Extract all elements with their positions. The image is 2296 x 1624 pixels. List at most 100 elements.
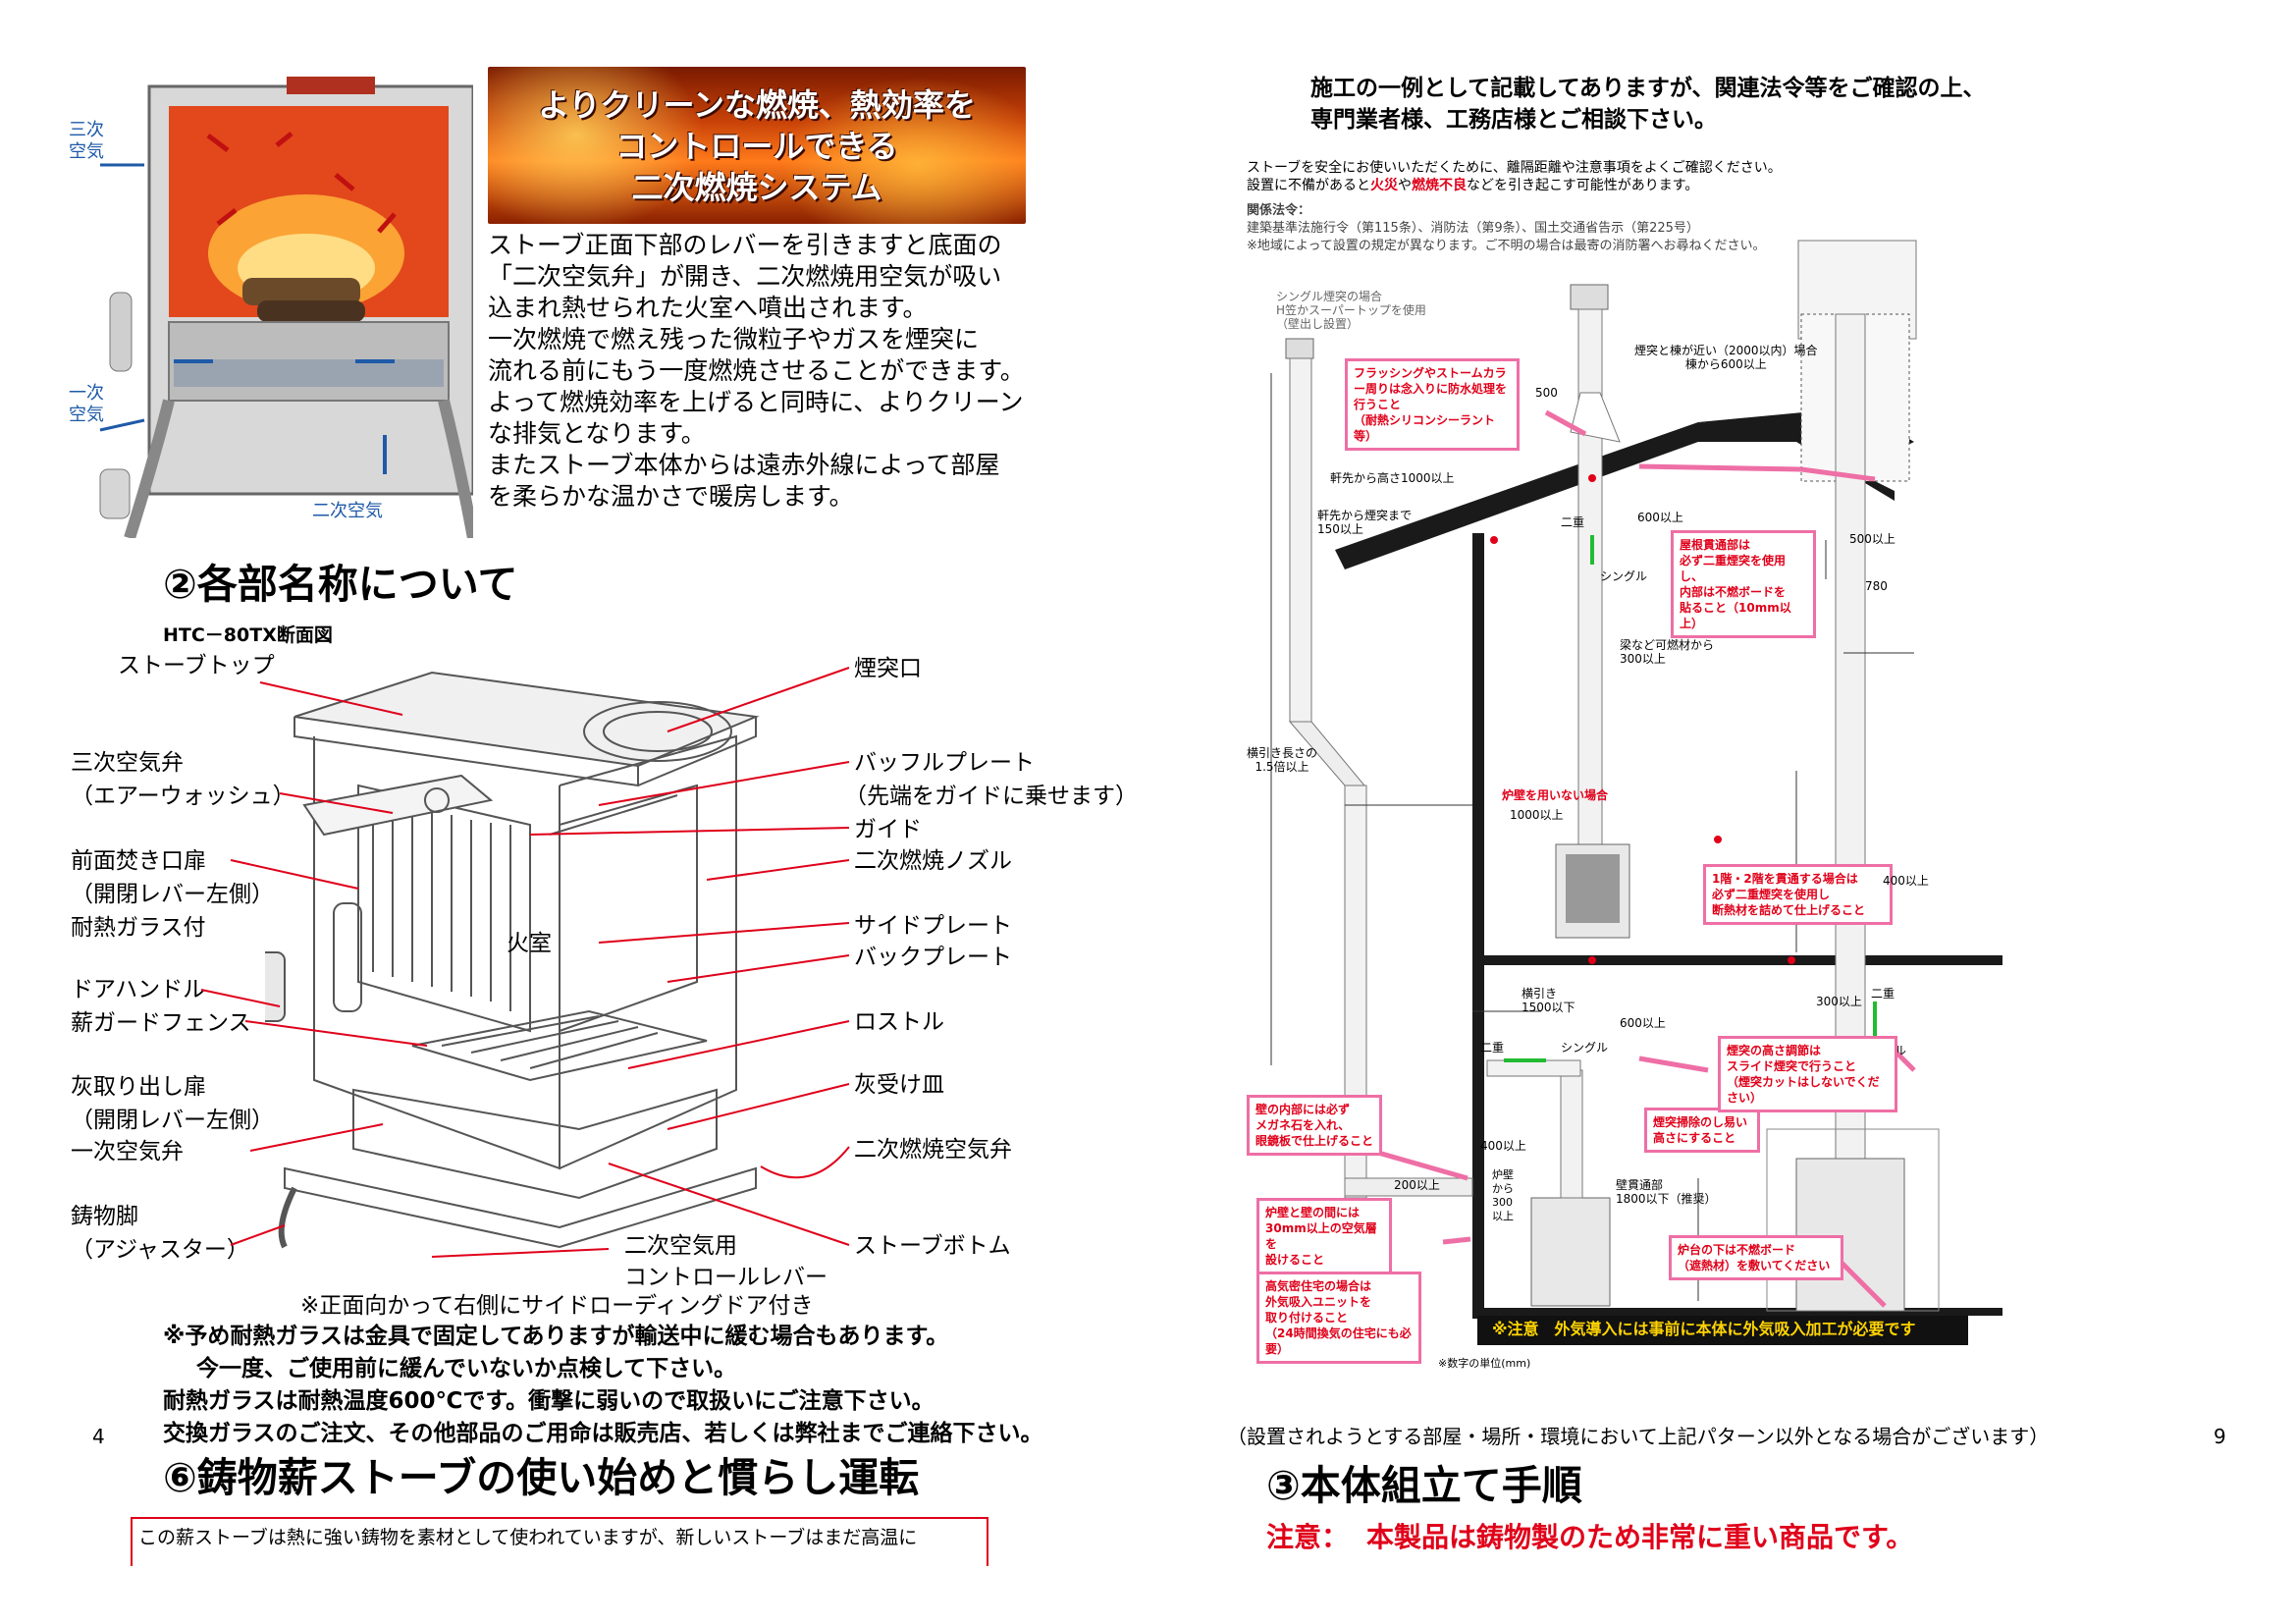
note-side-door: ※正面向かって右側にサイドローディングドア付き <box>300 1293 814 1319</box>
right-page: 施工の一例として記載してありますが、関連法令等をご確認の上、 専門業者様、工務店… <box>1148 0 2296 1624</box>
dim-780: 780 <box>1865 579 1888 593</box>
label-primary-air: 一次 空気 <box>69 383 104 425</box>
intro-line: よって燃焼効率を上げると同時に、よりクリーン <box>488 388 1024 416</box>
height-adjust-note: 煙突の高さ調節は スライド煙突で行うこと （煙突カットはしないでください） <box>1718 1036 1897 1112</box>
dim-1000: 1000以上 <box>1510 808 1564 822</box>
part-control-lever-1: 二次空気用 <box>624 1233 737 1259</box>
laws-note: ※地域によって設置の規定が異なります。ご不明の場合は最寄の消防署へお尋ねください… <box>1247 239 1766 253</box>
unit-note: ※数字の単位(mm) <box>1438 1357 1531 1370</box>
part-secondary-air-valve: 二次燃焼空気弁 <box>854 1137 1012 1163</box>
part-stove-top: ストーブトップ <box>118 653 275 678</box>
part-guide: ガイド <box>854 817 922 842</box>
air-layer-note: 炉壁と壁の間には 30mm以上の空気層を 設けること <box>1256 1198 1392 1274</box>
part-cast-leg: 鋳物脚 <box>71 1204 138 1229</box>
banner-line-3: 二次燃焼システム <box>631 169 882 206</box>
laws-list: 建築基準法施行令（第115条）、消防法（第9条）、国土交通省告示（第225号） <box>1247 221 1699 236</box>
header-line-2: 専門業者様、工務店様とご相談下さい。 <box>1310 107 1717 133</box>
part-tertiary-valve: 三次空気弁 <box>71 750 184 776</box>
no-hearth-wall: 炉壁を用いない場合 <box>1502 788 1609 802</box>
hearth-wall-300: 炉壁 から 300 以上 <box>1492 1168 1514 1222</box>
dim-500: 500 <box>1535 386 1558 400</box>
part-ash-door: 灰取り出し扉 <box>71 1074 206 1100</box>
part-secondary-nozzle: 二次燃焼ノズル <box>854 848 1012 874</box>
dim-600-upper: 600以上 <box>1637 511 1683 524</box>
diagram-title: HTC－80TX断面図 <box>163 624 333 646</box>
part-log-guard: 薪ガードフェンス <box>71 1010 251 1036</box>
intro-line: ストーブ正面下部のレバーを引きますと底面の <box>488 231 1002 259</box>
dim-500-right: 500以上 <box>1849 532 1896 546</box>
airtight-note: 高気密住宅の場合は 外気吸入ユニットを 取り付けること （24時間換気の住宅にも… <box>1256 1272 1421 1364</box>
part-ash-door-lever: （開閉レバー左側） <box>71 1108 274 1133</box>
cleaning-note: 煙突掃除のし易い 高さにすること <box>1644 1108 1760 1153</box>
part-baffle-note: （先端をガイドに乗せます） <box>844 784 1138 809</box>
part-front-door-lever: （開閉レバー左側） <box>71 882 274 907</box>
single-label-2: シングル <box>1561 1041 1609 1055</box>
part-firebox: 火室 <box>507 931 552 956</box>
secondary-combustion-banner: よりクリーンな燃焼、熱効率を コントロールできる 二次燃焼システム <box>488 67 1026 224</box>
install-intro-2: 設置に不備があると火災や燃焼不良などを引き起こす可能性があります。 <box>1247 179 1698 192</box>
part-grate: ロストル <box>854 1009 944 1035</box>
beam-distance: 梁など可燃材から 300以上 <box>1620 638 1715 666</box>
wall-inside-note: 壁の内部には必ず メガネ石を入れ、 眼鏡板で仕上げること <box>1247 1095 1382 1156</box>
laws-title: 関係法令： <box>1247 203 1311 218</box>
part-adjuster: （アジャスター） <box>71 1237 249 1263</box>
dim-400-lower: 400以上 <box>1480 1139 1526 1153</box>
pattern-note: （設置されようとする部屋・場所・環境において上記パターン以外となる場合がございま… <box>1227 1425 2050 1448</box>
part-front-door: 前面焚き口扉 <box>71 848 206 874</box>
dim-200: 200以上 <box>1394 1178 1440 1192</box>
double-label-2: 二重 <box>1480 1041 1505 1055</box>
intro-line: またストーブ本体からは遠赤外線によって部屋 <box>488 451 1000 479</box>
intro-line: 一次燃焼で燃え残った微粒子やガスを煙突に <box>488 325 980 353</box>
page-number-left: 4 <box>92 1425 105 1448</box>
stove-parts-diagram <box>265 671 760 1249</box>
section-2-title: ②各部名称について <box>163 561 518 608</box>
intro2-c: などを引き起こす可能性があります。 <box>1467 178 1699 193</box>
double-label: 二重 <box>1561 515 1585 529</box>
warning-label: 注意： <box>1266 1521 1350 1553</box>
installation-diagram: ストーブを安全にお使いいただくために、離隔距離や注意事項をよくご確認ください。 … <box>1247 157 2012 1384</box>
caution-bar-text: ※注意 外気導入には事前に本体に外気吸入加工が必要です <box>1492 1320 1916 1338</box>
dim-600-lower: 600以上 <box>1620 1016 1666 1030</box>
double-label-3: 二重 <box>1871 987 1896 1001</box>
label-tertiary-air: 三次 空気 <box>69 120 104 162</box>
note-order-parts: 交換ガラスのご注文、その他部品のご用命は販売店、若しくは弊社までご連絡下さい。 <box>163 1421 1043 1446</box>
part-door-handle: ドアハンドル <box>71 977 206 1002</box>
part-ash-pan: 灰受け皿 <box>854 1072 944 1098</box>
note-check-loose: 今一度、ご使用前に緩んでいないか点検して下さい。 <box>196 1356 737 1381</box>
note-glass-temp: 耐熱ガラスは耐熱温度600℃です。衝撃に弱いので取扱いにご注意下さい。 <box>163 1388 934 1414</box>
flashing-note: フラッシングやストームカラー周りは念入りに防水処理を行うこと （耐熱シリコンシー… <box>1345 358 1520 451</box>
part-primary-valve: 一次空気弁 <box>71 1139 184 1164</box>
floors-note: 1階・2階を貫通する場合は 必ず二重煙突を使用し 断熱材を詰めて仕上げること <box>1703 864 1893 925</box>
section-6-title: ⑥鋳物薪ストーブの使い始めと慣らし運転 <box>163 1454 920 1501</box>
wall-through: 壁貫通部 1800以下（推奨） <box>1616 1178 1717 1206</box>
part-heat-glass: 耐熱ガラス付 <box>71 915 206 941</box>
part-back-plate: バックプレート <box>854 945 1012 970</box>
eave-height: 軒先から高さ1000以上 <box>1330 471 1455 485</box>
label-secondary-air: 二次空気 <box>312 501 383 521</box>
dim-1500: 横引き 1500以下 <box>1522 987 1575 1014</box>
banner-line-2: コントロールできる <box>615 128 898 165</box>
intro-line: 流れる前にもう一度燃焼させることができます。 <box>488 356 1025 385</box>
section-6-box-text: この薪ストーブは熱に強い鋳物を素材として使われていますが、新しいストーブはまだ高… <box>138 1527 918 1548</box>
horizontal-length: 横引き長さの 1.5倍以上 <box>1247 746 1318 774</box>
intro-text: ストーブ正面下部のレバーを引きますと底面の 「二次空気弁」が開き、二次燃焼用空気… <box>488 230 1096 513</box>
part-leader-lines <box>200 667 850 1258</box>
left-page: 三次 空気 一次 空気 二次空気 よりクリーンな燃焼、熱効率を コントロールでき… <box>69 67 1138 1566</box>
part-air-wash: （エアーウォッシュ） <box>71 784 295 809</box>
installation-drawing <box>1270 240 2002 1345</box>
header-line-1: 施工の一例として記載してありますが、関連法令等をご確認の上、 <box>1310 76 1986 101</box>
intro-line: 「二次空気弁」が開き、二次燃焼用空気が吸い <box>488 262 1002 291</box>
eave-distance: 軒先から煙突まで 150以上 <box>1317 509 1413 536</box>
intro-line: 込まれ熱せられた火室へ噴出されます。 <box>488 294 928 322</box>
intro2-a: 設置に不備があると <box>1247 178 1370 193</box>
note-glass-fixed: ※予め耐熱ガラスは金具で固定してありますが輸送中に緩む場合もあります。 <box>163 1324 949 1349</box>
secondary-combustion-diagram <box>99 77 473 538</box>
intro2-bad: 燃焼不良 <box>1412 178 1467 193</box>
single-label: シングル <box>1600 569 1648 583</box>
dim-400-upper: 400以上 <box>1883 874 1929 888</box>
intro2-b: や <box>1398 178 1412 193</box>
page-number-right: 9 <box>2214 1425 2226 1448</box>
dim-300: 300以上 <box>1816 995 1862 1008</box>
part-control-lever-2: コントロールレバー <box>624 1265 828 1290</box>
section-6-notice-box: この薪ストーブは熱に強い鋳物を素材として使われていますが、新しいストーブはまだ高… <box>131 1517 988 1566</box>
